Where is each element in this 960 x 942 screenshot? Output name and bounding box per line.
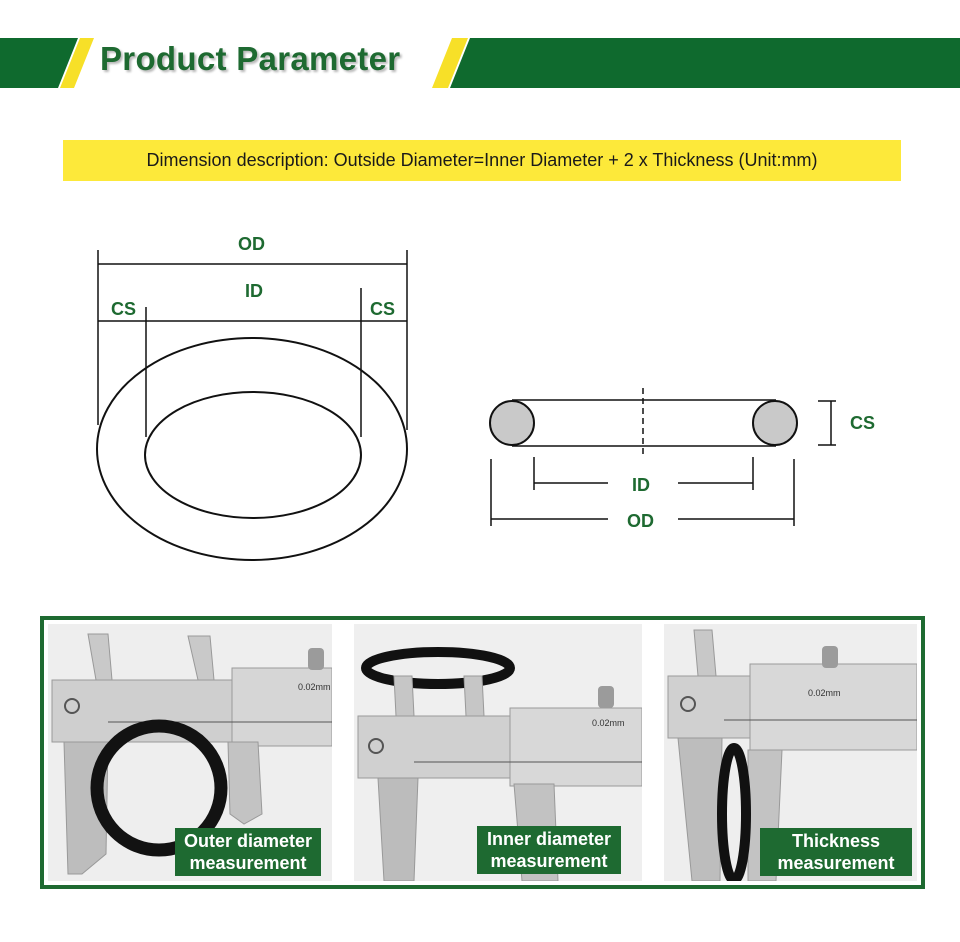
header-yellow-stripe-left <box>60 38 94 88</box>
header-green-right <box>450 38 960 88</box>
dimension-note: Dimension description: Outside Diameter=… <box>146 150 818 170</box>
page-title: Product Parameter <box>100 40 401 77</box>
header-green-left <box>0 38 78 88</box>
section-od-label: OD <box>627 511 654 531</box>
caption-inner-diameter: Inner diameter measurement <box>477 826 621 874</box>
front-od-label: OD <box>238 234 265 254</box>
scale-text-3: 0.02mm <box>808 688 841 698</box>
caption-thickness-line2: measurement <box>777 853 895 873</box>
scale-text-1: 0.02mm <box>298 682 331 692</box>
section-circle-left <box>489 400 535 446</box>
scale-text-2: 0.02mm <box>592 718 625 728</box>
dimension-note-bar <box>63 140 901 181</box>
outer-ring-ellipse <box>96 337 408 561</box>
front-cs-left-label: CS <box>111 299 137 319</box>
inner-ring-ellipse <box>144 391 362 519</box>
caption-outer-line1: Outer diameter <box>183 831 313 851</box>
photo-outer-diameter: 0.02mm Outer diameter measurement <box>48 624 332 881</box>
front-id-label: ID <box>245 281 263 301</box>
header-banner <box>0 38 960 88</box>
caption-thickness: Thickness measurement <box>760 828 912 876</box>
caption-thickness-line1: Thickness <box>791 831 881 851</box>
measurement-photos-frame: 0.02mm Outer diameter measurement 0.02mm… <box>40 616 925 889</box>
header-yellow-stripe-right <box>432 38 468 88</box>
caption-inner-line1: Inner diameter <box>486 829 612 849</box>
section-cs-label: CS <box>850 413 876 433</box>
caption-outer-line2: measurement <box>189 853 307 873</box>
oring-diagrams <box>96 250 836 561</box>
caption-inner-line2: measurement <box>490 851 608 871</box>
section-id-label: ID <box>632 475 650 495</box>
front-cs-right-label: CS <box>370 299 396 319</box>
caption-outer-diameter: Outer diameter measurement <box>175 828 321 876</box>
photo-thickness: 0.02mm Thickness measurement <box>664 624 917 881</box>
photo-inner-diameter: 0.02mm Inner diameter measurement <box>354 624 642 881</box>
section-circle-right <box>752 400 798 446</box>
